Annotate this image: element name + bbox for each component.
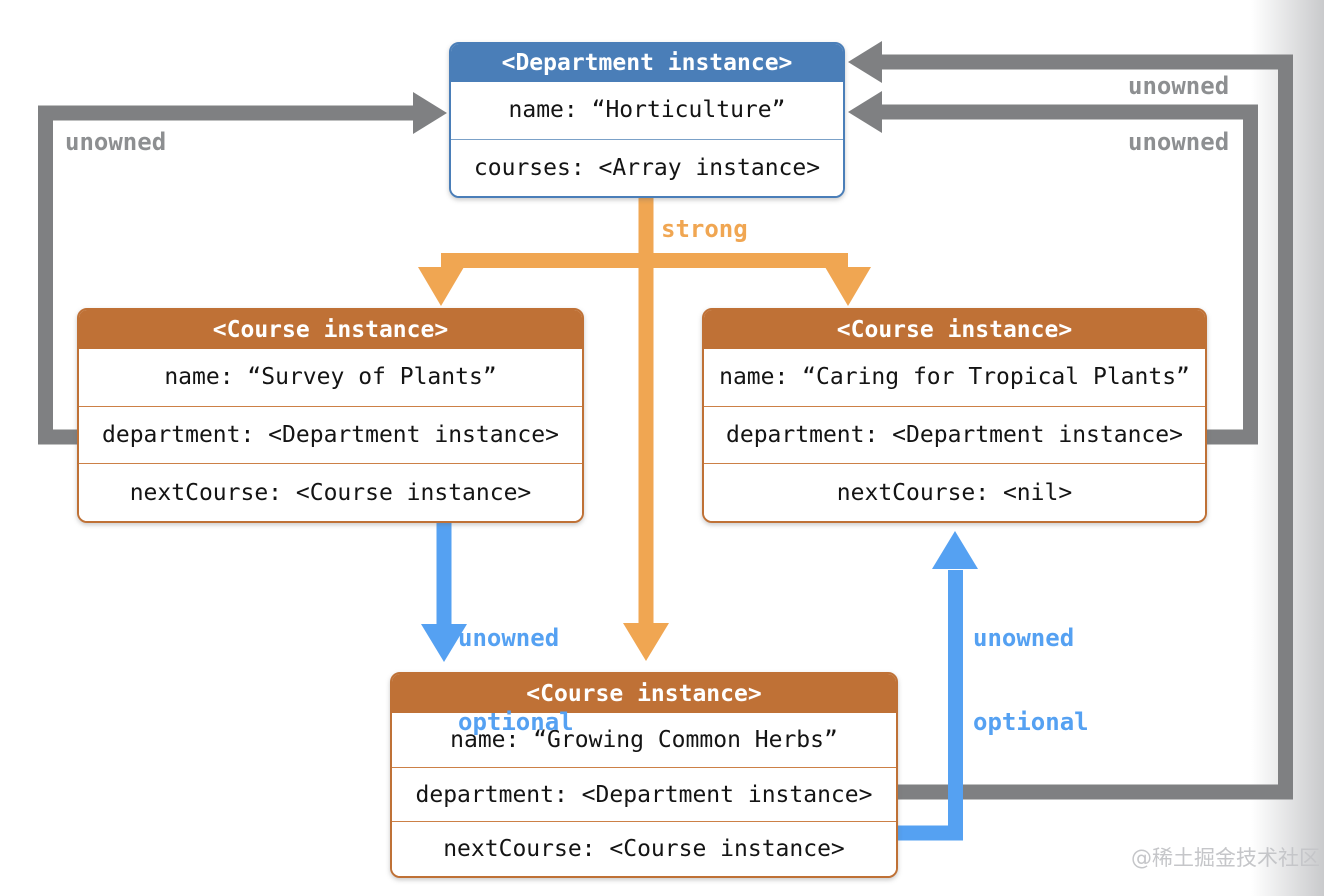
course-bottom-department-row: department: <Department instance>: [392, 766, 896, 822]
unowned-optional-label-left: unowned optional: [458, 568, 574, 792]
unowned-optional-arrow-down: [421, 523, 467, 662]
unowned-optional-label-right: unowned optional: [973, 568, 1089, 792]
course-instance-box-right: <Course instance> name: “Caring for Trop…: [702, 308, 1207, 523]
course-left-name-row: name: “Survey of Plants”: [79, 349, 582, 406]
course-right-name-row: name: “Caring for Tropical Plants”: [704, 349, 1205, 406]
course-right-department-row: department: <Department instance>: [704, 405, 1205, 464]
unowned-label-right-middle: unowned: [1128, 128, 1230, 156]
department-courses-row: courses: <Array instance>: [451, 138, 843, 196]
course-right-nextcourse-row: nextCourse: <nil>: [704, 463, 1205, 521]
unowned-arrow-left: [38, 92, 447, 445]
unowned-optional-right-line1: unowned: [973, 624, 1075, 652]
juejin-watermark: @稀土掘金技术社区: [1131, 846, 1320, 870]
unowned-label-left: unowned: [65, 128, 167, 156]
unowned-optional-left-line2: optional: [458, 708, 574, 736]
unowned-arrow-right-middle: [848, 91, 1258, 445]
department-name-row: name: “Horticulture”: [451, 82, 843, 139]
course-left-title: <Course instance>: [79, 310, 582, 349]
course-right-title: <Course instance>: [704, 310, 1205, 349]
course-left-nextcourse-row: nextCourse: <Course instance>: [79, 463, 582, 521]
department-box-title: <Department instance>: [451, 44, 843, 82]
unowned-label-right-top: unowned: [1128, 72, 1230, 100]
course-left-department-row: department: <Department instance>: [79, 405, 582, 464]
unowned-optional-arrow-up: [898, 531, 978, 841]
unowned-optional-right-line2: optional: [973, 708, 1089, 736]
course-instance-box-left: <Course instance> name: “Survey of Plant…: [77, 308, 584, 523]
unowned-arrow-right-outer: [848, 41, 1293, 800]
course-bottom-title: <Course instance>: [392, 674, 896, 713]
strong-arrow: [418, 198, 871, 661]
course-bottom-nextcourse-row: nextCourse: <Course instance>: [392, 821, 896, 876]
course-instance-box-bottom: <Course instance> name: “Growing Common …: [390, 672, 898, 878]
department-instance-box: <Department instance> name: “Horticultur…: [449, 42, 845, 198]
course-bottom-name-row: name: “Growing Common Herbs”: [392, 713, 896, 767]
strong-label: strong: [661, 215, 748, 243]
unowned-optional-left-line1: unowned: [458, 624, 560, 652]
